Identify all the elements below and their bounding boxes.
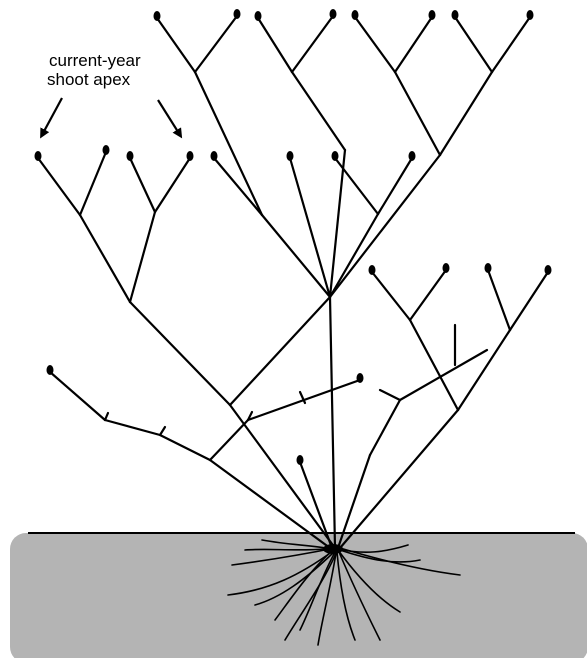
shoot-apex-bud [297, 455, 304, 465]
branch-segment [400, 350, 487, 400]
soil-area [10, 533, 587, 658]
branch-segment [440, 72, 492, 155]
branch-segment [455, 17, 492, 72]
branch-segment [230, 297, 330, 405]
annotation-label-line-2: shoot apex [47, 70, 130, 89]
branch-segment [130, 302, 230, 405]
shoot-apex-bud [154, 11, 161, 21]
shoot-apex-bud [330, 9, 337, 19]
branch-segment [230, 405, 335, 548]
branch-segment [510, 272, 548, 330]
branch-segment [38, 158, 80, 215]
branch-segment [380, 390, 400, 400]
shoot-apex-bud [35, 151, 42, 161]
branch-segment [410, 270, 446, 320]
branch-segment [105, 413, 108, 420]
branch-segment [492, 17, 530, 72]
branch-segment [157, 18, 195, 72]
branch-segment [488, 270, 510, 330]
branch-segment [130, 212, 155, 302]
branch-segment [155, 158, 190, 212]
branch-segment [410, 320, 458, 410]
shoot-apex-bud [429, 10, 436, 20]
shoot-apex-bud [409, 151, 416, 161]
shoot-apex-bud [527, 10, 534, 20]
branch-segment [458, 330, 510, 410]
branch-segment [292, 72, 345, 150]
branch-segment [355, 17, 395, 72]
branch-segment [80, 215, 130, 302]
branch-segment [50, 372, 105, 420]
branch-segment [195, 72, 262, 215]
branch-segment [80, 152, 106, 215]
shoot-apex-bud [352, 10, 359, 20]
annotation-label-line-1: current-year [49, 51, 141, 70]
branch-segment [340, 410, 458, 548]
branch-segment [160, 435, 210, 460]
shoot-apex-bud [287, 151, 294, 161]
shoot-system [38, 16, 548, 548]
branch-segment [290, 158, 330, 297]
branch-segment [130, 158, 155, 212]
branch-segment [370, 400, 400, 455]
shoot-apex-bud [545, 265, 552, 275]
arrow-right [158, 100, 180, 135]
shoot-apex-bud [443, 263, 450, 273]
shoot-apex-bud [127, 151, 134, 161]
branch-segment [258, 18, 292, 72]
branch-segment [378, 158, 412, 214]
shoot-apex-bud [369, 265, 376, 275]
shoot-apex-bud [47, 365, 54, 375]
branch-segment [395, 72, 440, 155]
shoot-apex-bud [211, 151, 218, 161]
shoot-apex-bud [357, 373, 364, 383]
branch-segment [195, 16, 237, 72]
branch-segment [330, 297, 335, 548]
branch-segment [262, 215, 330, 297]
branch-segment [372, 272, 410, 320]
branch-segment [395, 17, 432, 72]
shoot-apex-bud [103, 145, 110, 155]
shoot-apex-bud [452, 10, 459, 20]
branch-segment [292, 16, 333, 72]
branch-segment [105, 420, 160, 435]
shoot-apex-bud [255, 11, 262, 21]
arrow-left [42, 98, 62, 135]
branch-segment [330, 155, 440, 297]
shoot-apex-bud [187, 151, 194, 161]
shoot-apex-bud [332, 151, 339, 161]
branch-segment [214, 158, 262, 215]
shoot-apex-bud [485, 263, 492, 273]
branch-segment [210, 420, 248, 460]
branch-segment [160, 427, 165, 435]
shoot-apex-bud [234, 9, 241, 19]
